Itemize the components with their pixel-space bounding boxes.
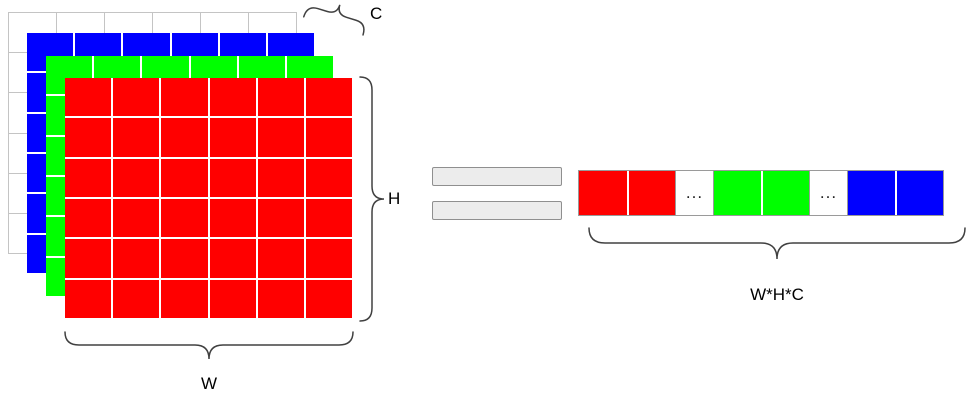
- flattened-cell: [579, 171, 627, 215]
- grid-cell: [209, 239, 256, 278]
- grid-cell: [257, 118, 304, 157]
- grid-cell: [65, 279, 112, 318]
- flattened-brace: [588, 227, 966, 260]
- grid-cell: [209, 198, 256, 238]
- grid-cell: [209, 118, 256, 157]
- grid-cell: [113, 198, 160, 238]
- grid-cell: [209, 78, 256, 117]
- grid-cell: [113, 78, 160, 117]
- grid-cell: [161, 158, 208, 197]
- grid-cell: [161, 198, 208, 238]
- grid-cell: [113, 239, 160, 278]
- ellipsis-cell: ...: [809, 171, 847, 215]
- grid-cell: [257, 279, 304, 318]
- grid-cell: [209, 158, 256, 197]
- grid-cell: [113, 279, 160, 318]
- equals-bar-bottom: [432, 201, 562, 220]
- grid-cell: [305, 198, 352, 238]
- grid-cell: [113, 118, 160, 157]
- equals-icon: [432, 167, 562, 235]
- grid-cell: [305, 78, 352, 117]
- grid-cell: [161, 279, 208, 318]
- flattened-cell: [761, 171, 809, 215]
- grid-cell: [65, 158, 112, 197]
- width-label: W: [200, 374, 218, 393]
- equals-bar-top: [432, 167, 562, 186]
- flattened-array: ......: [578, 170, 944, 216]
- grid-cell: [65, 78, 112, 117]
- grid-cell: [65, 118, 112, 157]
- width-brace: [64, 331, 354, 360]
- height-label: H: [388, 189, 401, 208]
- grid-cell: [305, 279, 352, 318]
- channels-label: C: [370, 4, 383, 23]
- grid-cell: [305, 158, 352, 197]
- flattened-cell: [895, 171, 943, 215]
- grid-cell: [65, 239, 112, 278]
- grid-cell: [257, 198, 304, 238]
- grid-cell: [65, 198, 112, 238]
- grid-layer-red: [65, 78, 352, 318]
- flattened-cell: [713, 171, 761, 215]
- grid-cell: [113, 158, 160, 197]
- grid-cell: [161, 78, 208, 117]
- grid-cell: [305, 118, 352, 157]
- grid-cell: [209, 279, 256, 318]
- grid-cell: [161, 239, 208, 278]
- flattened-cell: [627, 171, 675, 215]
- grid-cell: [257, 158, 304, 197]
- height-brace: [359, 76, 385, 322]
- ellipsis-cell: ...: [675, 171, 713, 215]
- grid-cell: [257, 239, 304, 278]
- grid-cell: [257, 78, 304, 117]
- flattened-cell: [847, 171, 895, 215]
- grid-cell: [305, 239, 352, 278]
- flattened-size-label: W*H*C: [750, 285, 804, 304]
- grid-cell: [161, 118, 208, 157]
- channels-brace: [302, 4, 365, 36]
